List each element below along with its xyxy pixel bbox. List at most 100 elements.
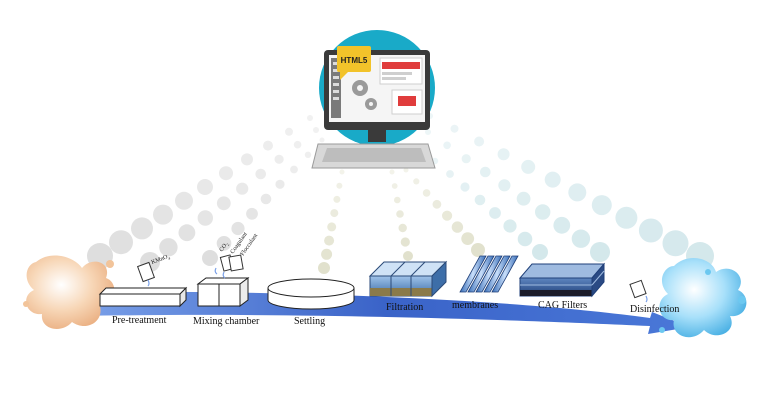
decorative-dot — [327, 222, 337, 232]
decorative-dot — [662, 230, 689, 257]
decorative-dot — [153, 204, 173, 225]
decorative-dot — [568, 183, 587, 202]
decorative-dot — [178, 224, 196, 242]
decorative-dot — [290, 165, 298, 174]
mixing-chamber-tank — [196, 277, 250, 307]
dotted-fan-right — [417, 113, 714, 270]
step-label-cag-filters: CAG Filters — [538, 300, 587, 311]
mixing-beaker-icon — [214, 254, 244, 279]
clean-water-splash-icon — [659, 258, 747, 338]
decorative-dot — [498, 179, 511, 192]
decorative-dot — [219, 166, 233, 181]
decorative-dot — [246, 207, 258, 220]
decorative-dot — [275, 179, 285, 189]
decorative-dot — [461, 154, 471, 164]
decorative-dot — [391, 183, 398, 189]
decorative-dot — [304, 151, 312, 158]
raw-water-splash-icon — [23, 255, 115, 329]
decorative-dot — [231, 221, 245, 236]
pretreatment-tank — [98, 286, 188, 308]
decorative-dot — [474, 136, 485, 147]
decorative-dot — [216, 236, 232, 251]
decorative-dot — [255, 168, 266, 180]
kmno4-label: KMnO4 — [151, 254, 171, 267]
decorative-dot — [474, 194, 486, 206]
decorative-dot — [461, 232, 475, 246]
decorative-dot — [400, 237, 410, 247]
decorative-dot — [571, 229, 591, 248]
decorative-dot — [263, 140, 273, 151]
decorative-dot — [398, 223, 407, 233]
settling-tank — [267, 278, 355, 310]
step-label-filtration: Filtration — [386, 302, 423, 313]
decorative-dot — [451, 221, 464, 233]
decorative-dot — [131, 217, 153, 240]
disinfection-beaker-icon — [629, 279, 648, 303]
computer-monitor-icon — [311, 30, 436, 169]
decorative-dot — [324, 235, 335, 246]
decorative-dot — [591, 195, 612, 216]
cag-filters-unit — [518, 262, 606, 298]
decorative-dot — [443, 141, 451, 150]
decorative-dot — [319, 137, 325, 143]
step-label-settling: Settling — [294, 316, 325, 327]
html5-badge-text: HTML5 — [341, 56, 368, 65]
decorative-dot — [307, 115, 313, 121]
decorative-dot — [460, 182, 470, 192]
decorative-dot — [318, 262, 330, 274]
filtration-unit — [368, 260, 448, 298]
step-label-membranes: membranes — [452, 300, 498, 311]
decorative-dot — [553, 216, 571, 234]
decorative-dot — [516, 191, 531, 206]
decorative-dot — [236, 182, 249, 195]
decorative-dot — [197, 210, 213, 226]
decorative-dot — [544, 171, 561, 188]
decorative-dot — [497, 148, 510, 161]
dotted-fan-middle — [318, 167, 485, 274]
decorative-dot — [535, 204, 551, 220]
decorative-dot — [480, 166, 491, 178]
decorative-dot — [336, 182, 343, 189]
decorative-dot — [175, 191, 193, 210]
decorative-dot — [202, 250, 218, 266]
decorative-dot — [471, 243, 485, 257]
decorative-dot — [274, 154, 284, 164]
decorative-dot — [394, 196, 401, 204]
decorative-dot — [396, 210, 404, 218]
decorative-dot — [590, 242, 610, 262]
decorative-dot — [313, 127, 319, 133]
decorative-dot — [109, 230, 133, 255]
decorative-dot — [159, 238, 178, 257]
dotted-fan-left — [87, 115, 325, 272]
decorative-dot — [216, 196, 231, 211]
decorative-dot — [403, 251, 413, 261]
decorative-dot — [638, 218, 663, 243]
decorative-dot — [450, 124, 459, 133]
decorative-dot — [521, 159, 536, 174]
decorative-dot — [615, 206, 638, 229]
decorative-dot — [339, 169, 345, 175]
decorative-dot — [389, 169, 395, 175]
decorative-dot — [425, 129, 431, 135]
decorative-dot — [293, 140, 302, 149]
decorative-dot — [532, 244, 548, 260]
membranes-unit — [459, 255, 519, 293]
step-label-disinfection: Disinfection — [630, 304, 679, 315]
co2-label: CO2 — [219, 241, 231, 253]
decorative-dot — [432, 199, 442, 209]
decorative-dot — [422, 189, 431, 197]
decorative-dot — [260, 193, 272, 205]
decorative-dot — [503, 219, 517, 233]
decorative-dot — [241, 153, 253, 166]
decorative-dot — [517, 231, 533, 247]
decorative-dot — [403, 167, 409, 173]
gear-icon — [352, 80, 377, 110]
decorative-dot — [442, 210, 453, 221]
decorative-dot — [489, 207, 501, 219]
decorative-dot — [446, 170, 454, 178]
decorative-dot — [333, 195, 341, 203]
step-label-pretreatment: Pre-treatment — [112, 315, 167, 326]
decorative-dot — [413, 178, 420, 185]
kmno4-beaker-icon — [136, 261, 156, 287]
